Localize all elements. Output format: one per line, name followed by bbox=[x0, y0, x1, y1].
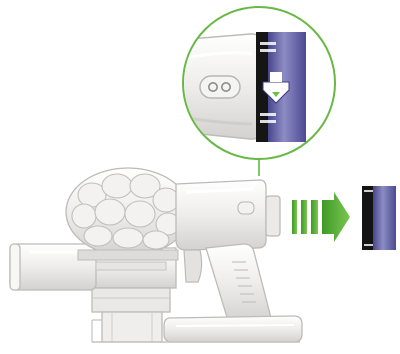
detached-filter-unit bbox=[362, 186, 396, 250]
handle-grip bbox=[206, 244, 270, 322]
rear-cap bbox=[266, 196, 280, 236]
release-button-ring bbox=[200, 76, 240, 98]
slide-out-arrow-icon bbox=[292, 192, 350, 242]
callout-magnifier bbox=[172, 7, 335, 176]
battery-pack bbox=[164, 316, 302, 342]
trigger bbox=[184, 250, 202, 282]
vacuum-body bbox=[10, 168, 302, 342]
